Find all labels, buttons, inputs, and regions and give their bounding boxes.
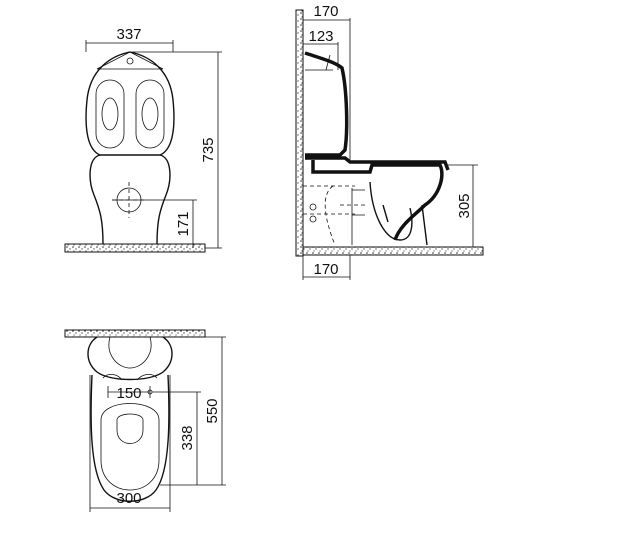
bowl-outline — [89, 154, 171, 245]
flush-button-left — [95, 79, 125, 149]
side-depth-top-dimension: 170 — [313, 3, 338, 20]
bolt-spacing-dimension: 150 — [116, 385, 141, 402]
floor-slab — [302, 246, 484, 256]
seat-lid — [100, 403, 160, 491]
side-outlet-height-dimension: 305 — [456, 193, 473, 218]
bowl-top — [90, 374, 170, 502]
bolt-to-front-dimension: 338 — [179, 425, 196, 450]
front-view: 337 735 171 — [64, 26, 222, 253]
side-depth-bottom-dimension: 170 — [313, 261, 338, 278]
cistern-section — [304, 51, 349, 157]
flush-button-right — [135, 79, 165, 149]
side-view: 170 123 305 170 — [295, 3, 484, 280]
cistern-outline — [85, 51, 175, 156]
wall — [295, 9, 304, 257]
front-height-dimension: 735 — [200, 137, 217, 162]
top-view: 150 550 338 300 — [64, 329, 226, 512]
wall-slab — [64, 329, 206, 338]
cistern-depth-dimension: 123 — [308, 28, 333, 45]
front-width-dimension: 337 — [116, 26, 141, 43]
front-outlet-height-dimension: 171 — [175, 211, 192, 236]
bowl-section — [311, 160, 444, 241]
cistern-top — [87, 336, 173, 381]
length-dimension: 550 — [204, 398, 221, 423]
top-width-dimension: 300 — [116, 490, 141, 507]
floor-slab — [64, 243, 206, 253]
